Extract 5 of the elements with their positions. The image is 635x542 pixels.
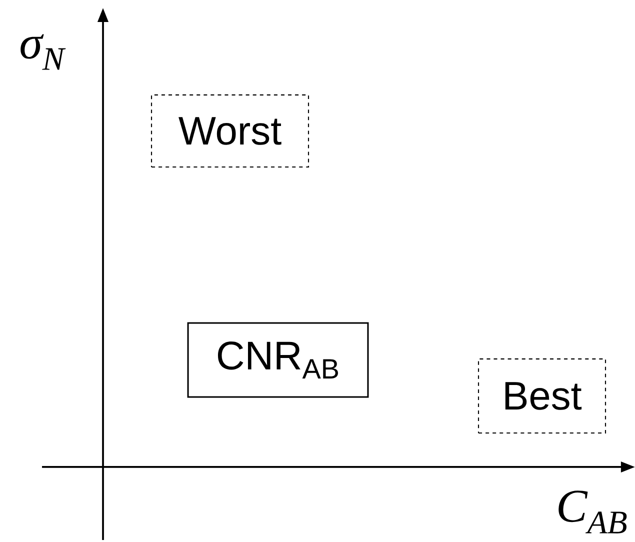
- axis-label: σ$_{N}$: [20, 34, 66, 70]
- axis-label: C$_{AB}$: [558, 490, 627, 534]
- dashed-text-box: Worst: [150, 94, 310, 168]
- dashed-text-box: Best: [478, 358, 606, 434]
- text-box: CNR$_{AB}$: [187, 322, 369, 398]
